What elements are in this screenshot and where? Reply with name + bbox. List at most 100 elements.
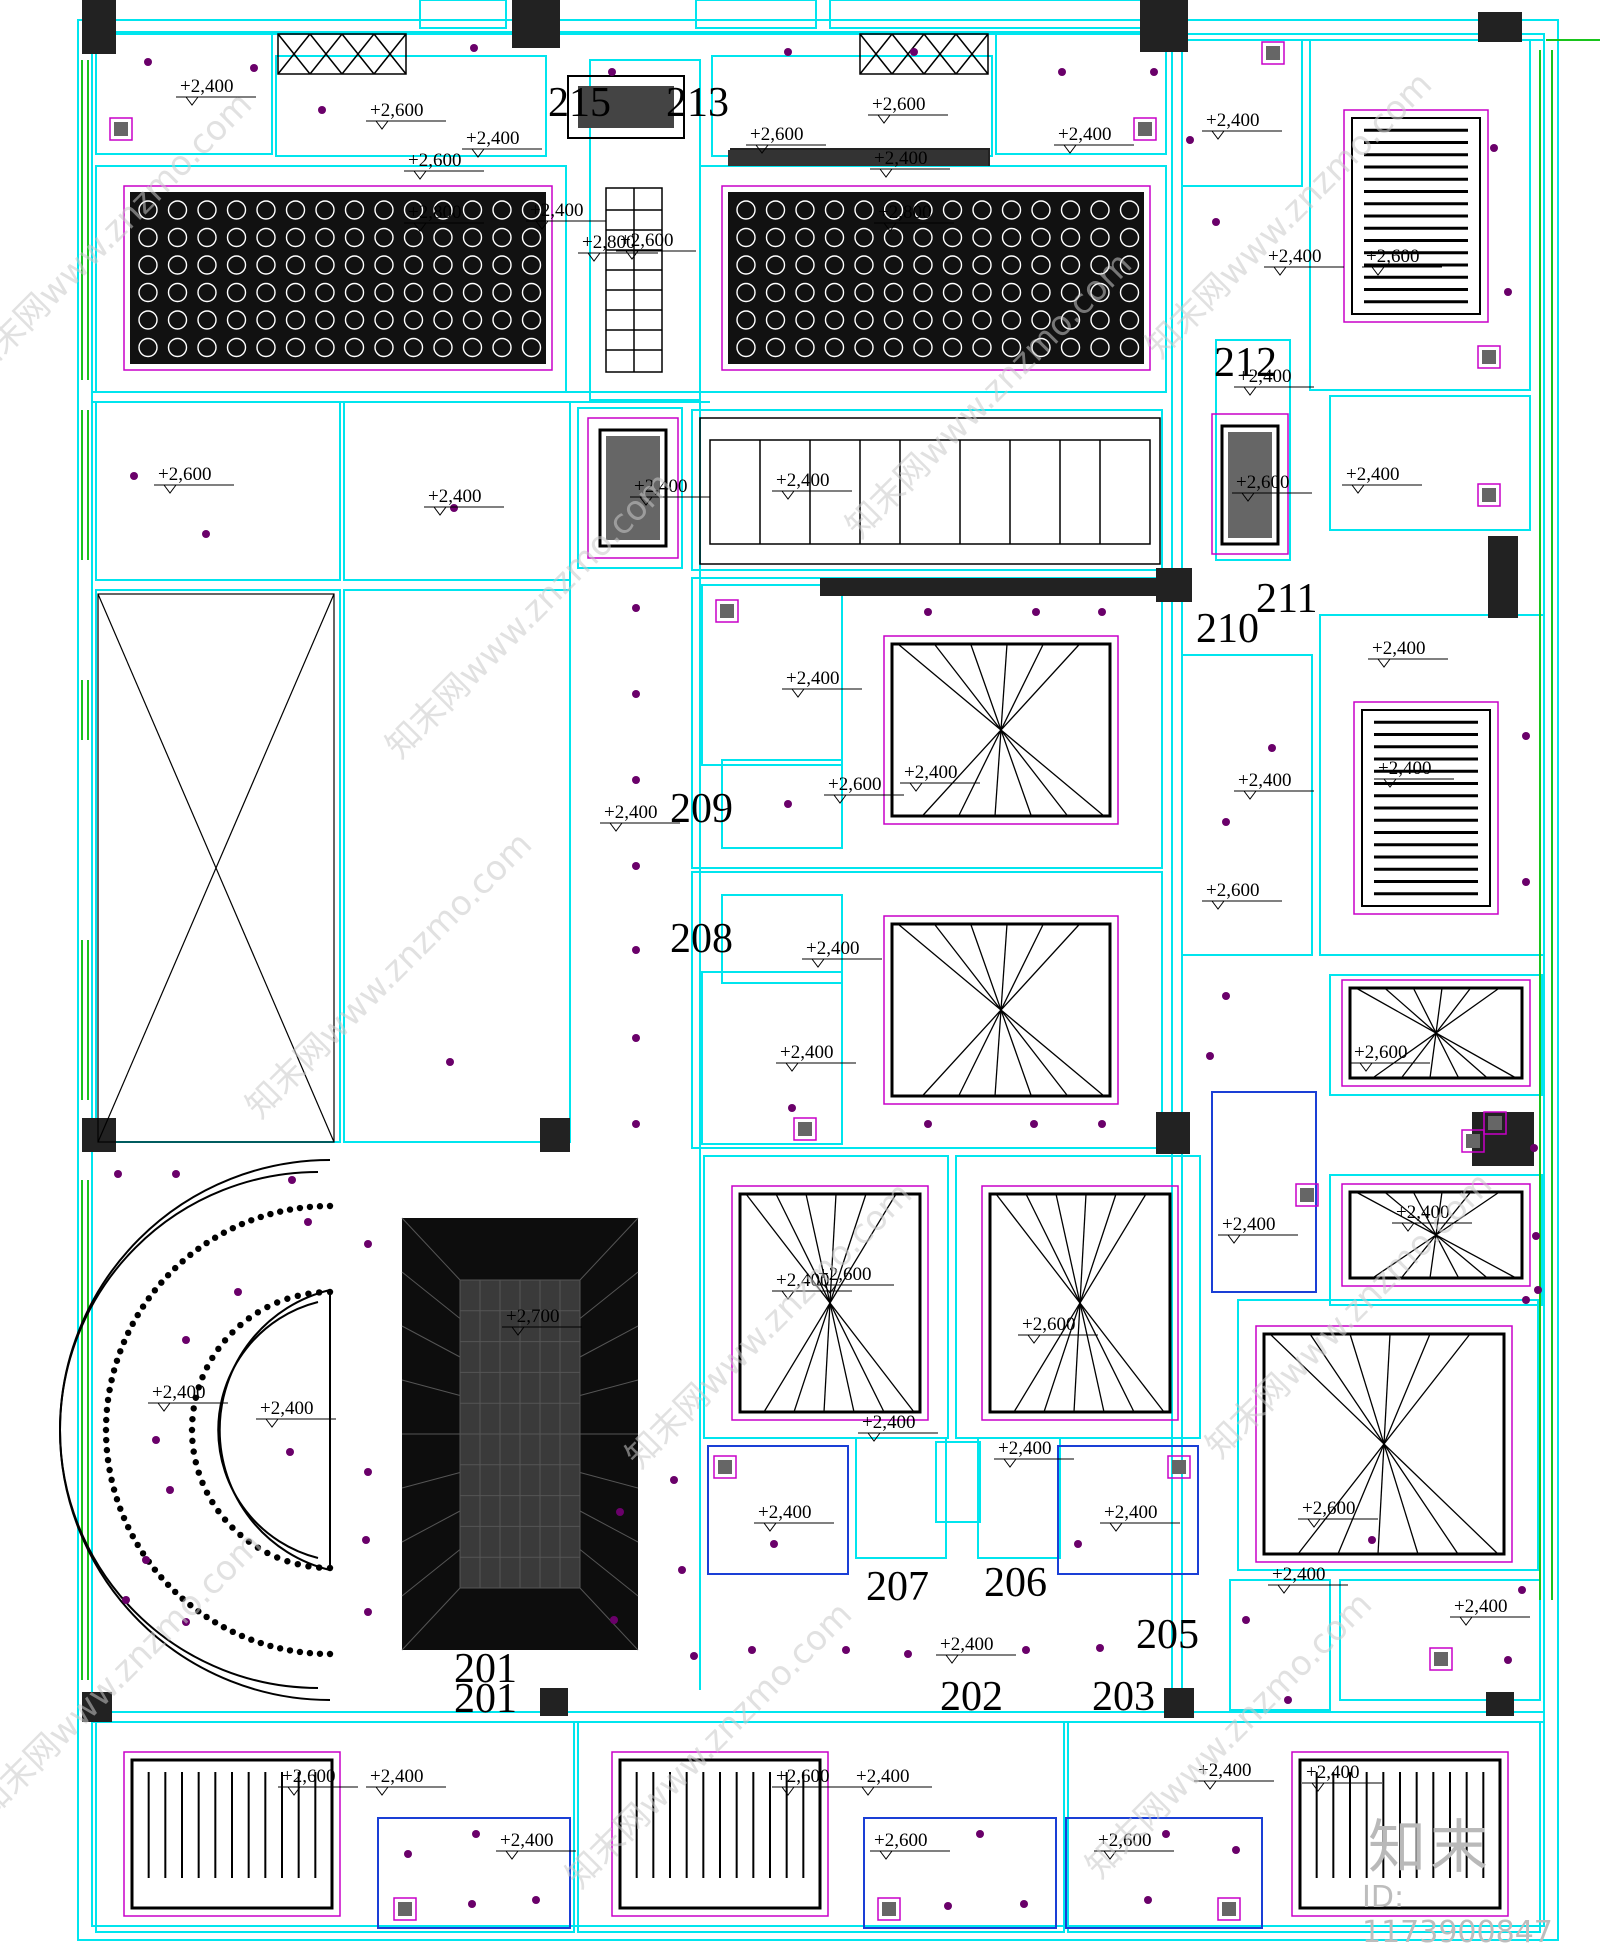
level-label: +2,600 (868, 94, 948, 124)
level-label: +2,400 (256, 1398, 336, 1428)
lattice-ring (226, 200, 247, 220)
lattice-ring (913, 200, 933, 220)
level-text: +2,400 (776, 470, 829, 491)
downlight (1144, 1896, 1152, 1904)
stage-light (203, 1613, 210, 1621)
lattice-ring (374, 227, 394, 248)
level-triangle (413, 170, 427, 180)
level-text: +2,400 (180, 76, 233, 97)
lattice-ring (795, 310, 815, 330)
lattice-ring (736, 200, 756, 220)
stage-light (103, 1446, 111, 1454)
lattice-ring (765, 337, 786, 358)
stage-light (192, 1459, 200, 1466)
ceiling-panel (618, 1758, 822, 1910)
level-triangle (1459, 1616, 1473, 1626)
coffer-rib (579, 1510, 639, 1543)
lattice-ring (315, 337, 335, 358)
access-panel (109, 117, 133, 141)
level-text: +2,400 (1396, 1202, 1449, 1223)
ceiling-panel-outline (1343, 109, 1489, 323)
access-panel (393, 1897, 417, 1921)
level-text: +2,400 (1272, 1564, 1325, 1585)
level-text: +2,400 (1372, 638, 1425, 659)
stage-light (179, 1258, 186, 1265)
level-text: +2,400 (786, 668, 839, 689)
access-panel-cover (1300, 1188, 1314, 1202)
downlight (1020, 1900, 1028, 1908)
coffer-rib (401, 1510, 461, 1543)
downlight (1504, 288, 1512, 296)
level-triangle (833, 794, 847, 804)
lattice-ring (492, 227, 512, 248)
stage-light (172, 1588, 179, 1596)
lattice-ring (1001, 337, 1022, 358)
ceiling-panel-outline (731, 1185, 929, 1421)
access-panel (713, 1455, 737, 1479)
lattice-ring (226, 310, 247, 330)
stage-light (245, 1315, 253, 1322)
lattice-ring (883, 200, 904, 220)
level-text: +2,400 (998, 1438, 1051, 1459)
stage-light (229, 1329, 236, 1336)
downlight (364, 1240, 372, 1248)
stage-light (158, 1574, 165, 1581)
watermark-5: 知末网www.znzmo.com (0, 1524, 270, 1826)
level-text: +2,400 (1454, 1596, 1507, 1617)
level-label: +2,600 (870, 1830, 950, 1860)
downlight (610, 1616, 618, 1624)
access-panel (1429, 1647, 1453, 1671)
stage-light (254, 1544, 262, 1551)
level-label: +2,400 (1234, 770, 1314, 800)
lattice-ring (167, 255, 188, 275)
stage-light (129, 1320, 136, 1328)
downlight (924, 608, 932, 616)
ceiling-panel-outline (883, 635, 1119, 825)
downlight (152, 1436, 160, 1444)
stage-light (294, 1560, 301, 1568)
outer-wall (77, 19, 1559, 1941)
lattice-ring (1031, 282, 1051, 303)
lattice-ring (462, 227, 483, 248)
stage-light (190, 1405, 197, 1412)
lattice-ring (256, 227, 276, 248)
lattice-ring (315, 282, 335, 303)
level-label: +2,600 (824, 774, 904, 804)
downlight (678, 1566, 686, 1574)
level-text: +2,600 (1366, 246, 1419, 267)
stage-light (195, 1384, 202, 1391)
level-triangle (587, 252, 601, 262)
coffer-rib (579, 1587, 639, 1651)
lattice-ring (492, 200, 512, 220)
stage-light (110, 1486, 118, 1493)
lattice-ring (521, 337, 542, 358)
stage-light (113, 1357, 121, 1364)
room-number-212: 212 (1214, 340, 1277, 386)
lattice-ring (403, 200, 424, 220)
level-triangle (781, 1786, 795, 1796)
lattice-ring (1001, 200, 1022, 220)
ceiling-panel-outline (1291, 1751, 1509, 1917)
downlight (1232, 1846, 1240, 1854)
level-triangle (375, 1786, 389, 1796)
stage-light (220, 1624, 228, 1631)
room-number-210: 210 (1196, 606, 1259, 652)
downlight (318, 106, 326, 114)
stage-light (120, 1514, 128, 1522)
downlight (1504, 1656, 1512, 1664)
level-text: +2,600 (1098, 1830, 1151, 1851)
lattice-ring (824, 282, 845, 303)
access-panel-cover (798, 1122, 812, 1136)
downlight (472, 1830, 480, 1838)
stage-light (273, 1554, 281, 1561)
level-triangle (609, 822, 623, 832)
stage-light (110, 1367, 118, 1374)
level-triangle (877, 114, 891, 124)
stage-light (199, 1479, 206, 1487)
downlight (362, 1536, 370, 1544)
stage-light (164, 1581, 172, 1588)
lattice-ring (315, 200, 335, 220)
stage-light (211, 1234, 219, 1241)
lattice-ring (913, 310, 933, 330)
